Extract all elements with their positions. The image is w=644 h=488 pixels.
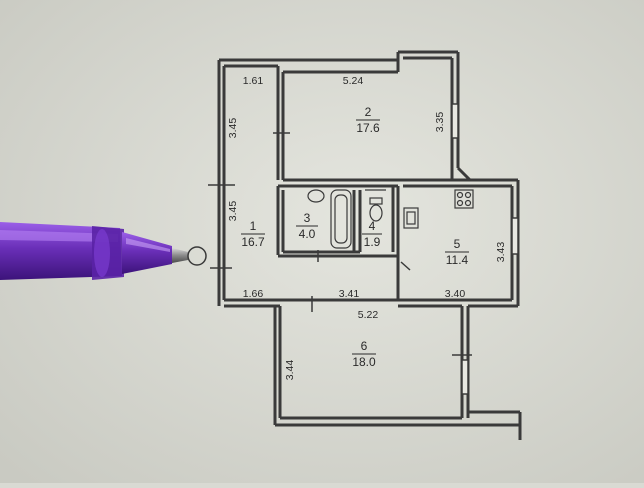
dim-1-66: 1.66 xyxy=(243,288,264,300)
dim-3-45-top: 3.45 xyxy=(227,118,239,139)
dim-3-40: 3.40 xyxy=(445,288,466,300)
dim-3-43: 3.43 xyxy=(495,242,507,263)
dimension-labels: 1.61 5.24 3.45 3.35 3.45 3.43 1.66 3.41 … xyxy=(227,75,507,380)
room-1-area: 16.7 xyxy=(241,235,265,249)
room-2-number: 2 xyxy=(365,105,372,119)
dim-5-22: 5.22 xyxy=(358,309,379,321)
room-5-area: 11.4 xyxy=(446,253,469,267)
room-4-number: 4 xyxy=(369,219,376,233)
room-3-number: 3 xyxy=(304,211,311,225)
pen-tip xyxy=(172,248,188,263)
room-6-number: 6 xyxy=(361,339,368,353)
room-4-area: 1.9 xyxy=(364,235,381,249)
kitchen-sink-fixture xyxy=(403,207,419,229)
dim-5-24: 5.24 xyxy=(343,75,364,87)
windows xyxy=(451,103,519,395)
pen-ball-circle xyxy=(187,246,207,266)
dim-3-35: 3.35 xyxy=(434,112,446,133)
room-labels: 1 16.7 2 17.6 3 4.0 4 1.9 5 11.4 6 18.0 xyxy=(241,105,469,369)
dim-1-61: 1.61 xyxy=(243,75,264,87)
sink-fixture xyxy=(307,189,325,203)
room-5-number: 5 xyxy=(454,237,461,251)
bathtub-fixture xyxy=(330,189,352,249)
stove-fixture xyxy=(454,189,474,209)
room-2-area: 17.6 xyxy=(356,121,380,135)
dim-3-45-mid: 3.45 xyxy=(227,201,239,222)
pen xyxy=(0,222,207,280)
room-1-number: 1 xyxy=(250,219,257,233)
dim-3-44: 3.44 xyxy=(284,360,296,381)
dim-3-41: 3.41 xyxy=(339,288,360,300)
room-3-area: 4.0 xyxy=(299,227,316,241)
toilet-fixture xyxy=(369,204,383,222)
fixtures xyxy=(307,189,474,249)
door-marks xyxy=(208,132,472,356)
room-6-area: 18.0 xyxy=(352,355,376,369)
